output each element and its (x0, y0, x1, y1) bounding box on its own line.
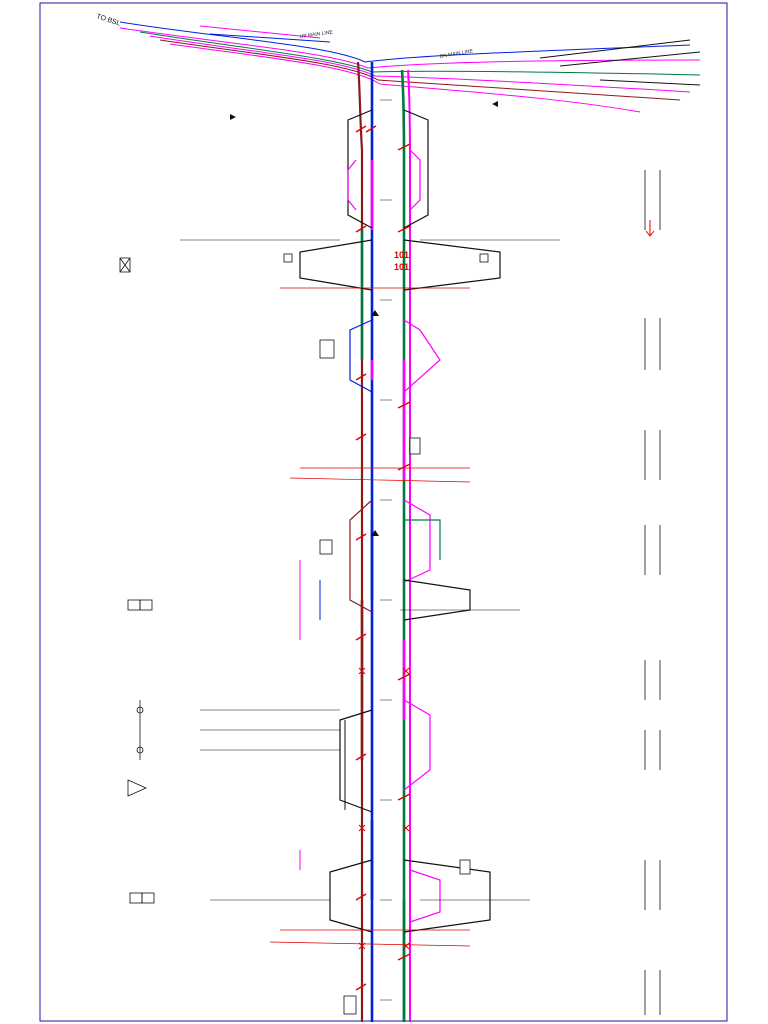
loop-track (407, 69, 411, 1022)
direction-label: TO BSL (95, 13, 121, 27)
down-main-track (400, 69, 406, 1022)
equipment-boxes (283, 253, 489, 1015)
legend-up-main: UP MAIN LINE (299, 29, 333, 40)
left-sidings (299, 560, 346, 870)
main-tracks (356, 61, 411, 1022)
legend-down-main: DN MAIN LINE (439, 48, 474, 60)
left-side-symbols (119, 257, 155, 904)
station-loops (299, 109, 501, 933)
junction-marker-bottom: 101 (394, 262, 409, 272)
track-sections (360, 160, 406, 1022)
sheet-border (39, 2, 728, 1022)
yard-ladders (180, 239, 560, 901)
crossover-marks (355, 125, 411, 991)
top-junction (119, 21, 701, 113)
annotation-lines (269, 287, 471, 947)
minor-tick-marks (380, 99, 392, 1001)
third-line-track (356, 61, 364, 1022)
direction-arrows (230, 101, 498, 536)
kilometre-marker (645, 220, 655, 237)
station-header-strips (644, 170, 661, 1015)
junction-marker-top: 101 (394, 250, 409, 260)
level-crossing-marks (358, 667, 410, 950)
